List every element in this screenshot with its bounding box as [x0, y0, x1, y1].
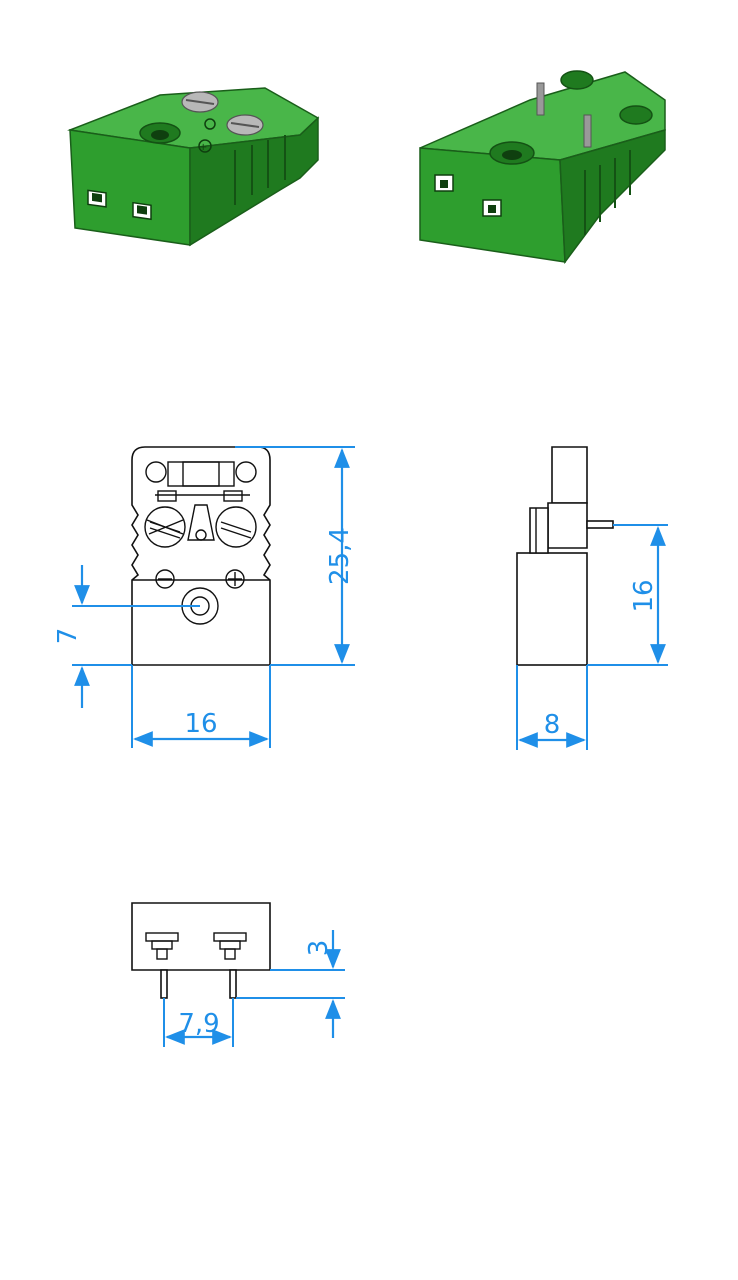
bottom-pin-length-dimension: 3 — [236, 930, 345, 1038]
bottom-pin-pitch-dimension: 7,9 — [163, 998, 234, 1047]
front-width-label: 16 — [184, 709, 217, 739]
side-depth-label: 8 — [544, 710, 561, 740]
front-hole-offset-label: 7 — [53, 628, 83, 645]
svg-text:+: + — [199, 142, 207, 153]
bottom-view — [131, 902, 271, 999]
side-depth-dimension: 8 — [516, 665, 588, 750]
front-height-dimension: 25,4 — [235, 446, 355, 666]
iso-front-view: + — [67, 87, 320, 247]
front-width-dimension: 16 — [131, 665, 271, 748]
front-hole-offset-dimension: 7 — [53, 565, 200, 708]
front-view — [131, 446, 271, 666]
side-height-label: 16 — [629, 579, 659, 612]
side-height-dimension: 16 — [587, 524, 668, 666]
front-height-label: 25,4 — [325, 527, 355, 585]
side-view — [516, 446, 614, 666]
bottom-pin-pitch-label: 7,9 — [178, 1009, 219, 1039]
iso-back-view — [419, 70, 666, 265]
bottom-pin-length-label: 3 — [304, 940, 334, 957]
